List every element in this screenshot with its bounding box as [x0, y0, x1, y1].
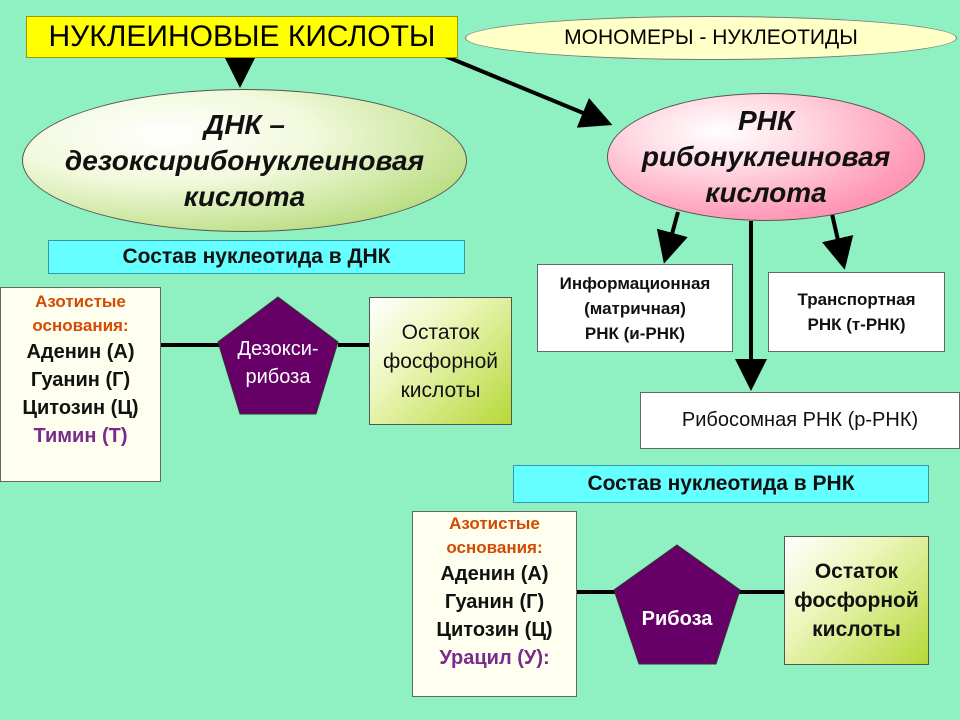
page-title: НУКЛЕИНОВЫЕ КИСЛОТЫ — [26, 16, 458, 58]
rna-bases-header-1: Азотистые — [449, 514, 540, 533]
dna-base-adenine: Аденин (А) — [26, 341, 135, 363]
rna-bases-box: Азотистые основания: Аденин (А) Гуанин (… — [412, 511, 577, 697]
rna-base-adenine: Аденин (А) — [440, 563, 549, 585]
dna-base-thymine: Тимин (Т) — [33, 425, 128, 447]
dna-phosphate-line2: фосфорной — [382, 349, 499, 373]
rna-bases-header-2: основания: — [446, 538, 543, 557]
arrow-rna-to-trna — [822, 213, 854, 270]
dna-base-cytosine: Цитозин (Ц) — [22, 397, 139, 419]
mrna-line2: (матричная) — [584, 298, 686, 318]
dna-bases-box: Азотистые основания: Аденин (А) Гуанин (… — [0, 287, 161, 482]
mrna-line1: Информационная — [559, 273, 711, 293]
mrna-box: Информационная (матричная) РНК (и-РНК) — [537, 264, 733, 352]
rrna-box: Рибосомная РНК (р-РНК) — [640, 392, 960, 449]
mrna-line3: РНК (и-РНК) — [584, 323, 686, 343]
rna-sugar-label: Рибоза — [641, 608, 713, 630]
dna-oval-line2: дезоксирибонуклеиновая — [64, 144, 425, 176]
rna-base-uracil: Урацил (У): — [439, 647, 550, 669]
dna-oval-line3: кислота — [183, 180, 306, 212]
arrow-title-to-rna — [444, 54, 613, 128]
rna-phosphate-line3: кислоты — [812, 618, 901, 641]
dna-sugar-line1: Дезокси- — [237, 338, 319, 360]
rna-oval-line3: кислота — [705, 177, 827, 208]
dna-oval: ДНК – дезоксирибонуклеиновая кислота — [22, 89, 467, 232]
trna-line1: Транспортная — [797, 290, 916, 309]
rna-ribose-pentagon — [613, 544, 741, 665]
rna-base-cytosine: Цитозин (Ц) — [436, 619, 553, 641]
rna-phosphate-line1: Остаток — [814, 560, 899, 583]
dna-bases-header-2: основания: — [32, 316, 129, 335]
arrow-rna-to-mrna — [656, 211, 688, 264]
rna-base-guanine: Гуанин (Г) — [444, 591, 545, 613]
rna-composition-title: Состав нуклеотида в РНК — [513, 465, 929, 503]
dna-sugar-line2: рибоза — [245, 366, 311, 388]
monomers-oval: МОНОМЕРЫ - НУКЛЕОТИДЫ — [465, 16, 957, 60]
dna-deoxyribose-pentagon — [217, 296, 339, 415]
trna-line2: РНК (т-РНК) — [807, 315, 906, 334]
dna-phosphate-line1: Остаток — [401, 320, 480, 344]
rna-phosphate-box: Остаток фосфорной кислоты — [784, 536, 929, 665]
dna-base-guanine: Гуанин (Г) — [30, 369, 131, 391]
dna-sugar-label: Дезокси- рибоза — [218, 328, 338, 398]
dna-composition-title: Состав нуклеотида в ДНК — [48, 240, 465, 274]
rna-oval-line2: рибонуклеиновая — [641, 141, 891, 172]
rna-oval-line1: РНК — [737, 105, 795, 136]
dna-oval-line1: ДНК – — [203, 108, 285, 140]
rna-phosphate-line2: фосфорной — [794, 589, 919, 612]
dna-phosphate-box: Остаток фосфорной кислоты — [369, 297, 512, 425]
dna-bases-header-1: Азотистые — [35, 292, 126, 311]
dna-phosphate-line3: кислоты — [400, 378, 481, 402]
trna-box: Транспортная РНК (т-РНК) — [768, 272, 945, 352]
rna-oval: РНК рибонуклеиновая кислота — [607, 93, 925, 221]
